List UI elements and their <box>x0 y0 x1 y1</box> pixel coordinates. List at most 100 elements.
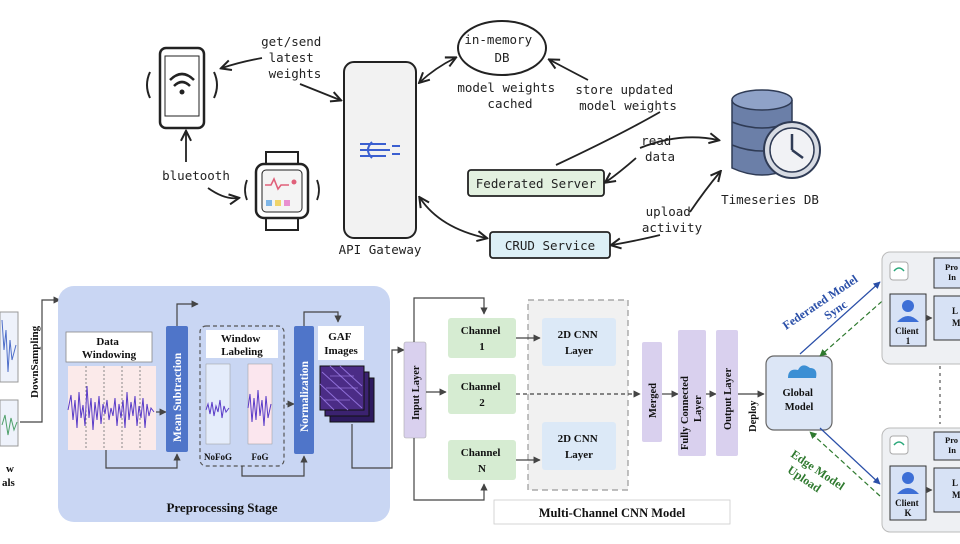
raw-signals-partial-label: w als <box>2 463 17 489</box>
label-line: Pro <box>945 262 958 272</box>
smartwatch-icon <box>244 151 320 231</box>
merged-bar <box>642 342 662 442</box>
fully-connected-bar <box>678 330 706 456</box>
client-k-panel <box>881 427 960 533</box>
inmemory-db-label: in-memory DB <box>464 32 539 65</box>
phone-weights-label: get/send latest weights <box>261 34 329 81</box>
output-layer-label: Output Layer <box>723 368 734 430</box>
cnn-layer-1-label: 2D CNN Layer <box>558 329 601 357</box>
timeseries-db-icon <box>731 89 821 179</box>
channel-2-label: Channel 2 <box>461 381 504 409</box>
timeseries-db-label: Timeseries DB <box>721 192 819 207</box>
label-line: Layer <box>565 449 593 461</box>
edge-upload-label: Edge Model Upload <box>780 447 850 507</box>
label-line: In <box>948 272 956 282</box>
federated-server-box <box>467 169 605 197</box>
raw-signal-thumbnails <box>0 311 19 447</box>
multichannel-title-box <box>493 499 731 525</box>
label-line: 1 <box>906 336 911 346</box>
window-labeling-label: Window Labeling <box>221 333 263 358</box>
deploy-label: Deploy <box>748 400 759 432</box>
inmemory-db-ellipse <box>457 20 547 76</box>
label-line: Window <box>221 333 261 345</box>
label-line: in-memory <box>464 32 532 47</box>
label-line: als <box>2 477 16 489</box>
label-line: Labeling <box>221 346 263 358</box>
label-line: activity <box>642 220 703 235</box>
cnn-layer-n-box <box>542 422 616 470</box>
client-1-label: Client 1 <box>895 326 921 346</box>
store-updated-label: store updated model weights <box>575 82 680 113</box>
proc-partial-2-label: Pro In <box>945 435 960 455</box>
upload-activity-label: upload activity <box>642 204 703 235</box>
label-line: store updated <box>575 82 673 97</box>
input-layer-label: Input Layer <box>411 365 422 420</box>
nofog-label: NoFoG <box>204 452 232 462</box>
label-line: Global <box>783 388 813 399</box>
label-line: 1 <box>479 341 485 353</box>
label-line: DB <box>494 50 509 65</box>
window-labeling-box <box>206 330 278 358</box>
label-line: Client <box>895 498 919 508</box>
downsampling-label: DownSampling <box>29 325 41 398</box>
fog-label: FoG <box>252 452 269 462</box>
label-line: Layer <box>693 395 704 422</box>
cnn-layer-1-box <box>542 318 616 366</box>
label-line: weights <box>269 66 322 81</box>
label-line: upload <box>646 204 691 219</box>
data-windowing-label: Data Windowing <box>82 336 137 361</box>
label-line: model weights <box>579 98 677 113</box>
channel-1-box <box>448 318 516 358</box>
label-line: N <box>478 463 486 475</box>
mean-subtraction-bar <box>166 326 188 452</box>
mean-subtraction-label: Mean Subtraction <box>172 352 184 442</box>
channel-n-label: Channel N <box>461 447 504 475</box>
cnn-layer-n-label: 2D CNN Layer <box>558 433 601 461</box>
preprocessing-stage-label: Preprocessing Stage <box>166 500 277 515</box>
label-line: data <box>645 149 675 164</box>
label-line: Layer <box>565 345 593 357</box>
normalization-bar <box>294 326 314 454</box>
label-line: Model <box>785 402 814 413</box>
label-line: L <box>952 306 958 316</box>
label-line: Channel <box>461 325 501 337</box>
global-model-label: Global Model <box>783 388 816 413</box>
input-layer-bar <box>403 341 427 439</box>
label-line: M <box>952 490 960 500</box>
label-line: Channel <box>461 381 501 393</box>
label-line: get/send <box>261 34 321 49</box>
federated-sync-label: Federated Model Sync <box>780 270 871 345</box>
channel-2-box <box>448 374 516 414</box>
label-line: In <box>948 445 956 455</box>
label-line: Images <box>324 345 358 357</box>
label-line: 2D CNN <box>558 329 598 341</box>
api-gateway-label: API Gateway <box>339 242 422 257</box>
client-k-label: Client K <box>895 498 921 518</box>
output-layer-bar <box>716 330 738 456</box>
gaf-images-box <box>318 326 364 360</box>
label-line: Client <box>895 326 919 336</box>
label-line: w <box>6 463 14 475</box>
nofog-window-plot <box>205 363 231 445</box>
label-line: Channel <box>461 447 501 459</box>
channel-1-label: Channel 1 <box>461 325 504 353</box>
client-1-panel <box>881 251 960 365</box>
label-line: 2 <box>479 397 485 409</box>
gaf-image-stack <box>319 365 375 423</box>
cloud-icon <box>788 365 817 378</box>
label-line: Pro <box>945 435 958 445</box>
gaf-images-label: GAF Images <box>324 331 358 357</box>
fully-connected-label: Fully Connected Layer <box>680 374 704 450</box>
smartphone-icon <box>146 46 218 130</box>
windowed-signal-plot <box>67 366 156 450</box>
lm-partial-2-label: L M <box>952 478 960 500</box>
label-line: K <box>904 508 911 518</box>
label-line: cached <box>487 96 532 111</box>
label-line: L <box>952 478 958 488</box>
label-line: latest <box>269 50 314 65</box>
label-line: Federated Model <box>780 272 861 333</box>
channel-n-box <box>448 440 516 480</box>
proc-partial-1-label: Pro In <box>945 262 960 282</box>
label-line: Data <box>96 336 119 348</box>
